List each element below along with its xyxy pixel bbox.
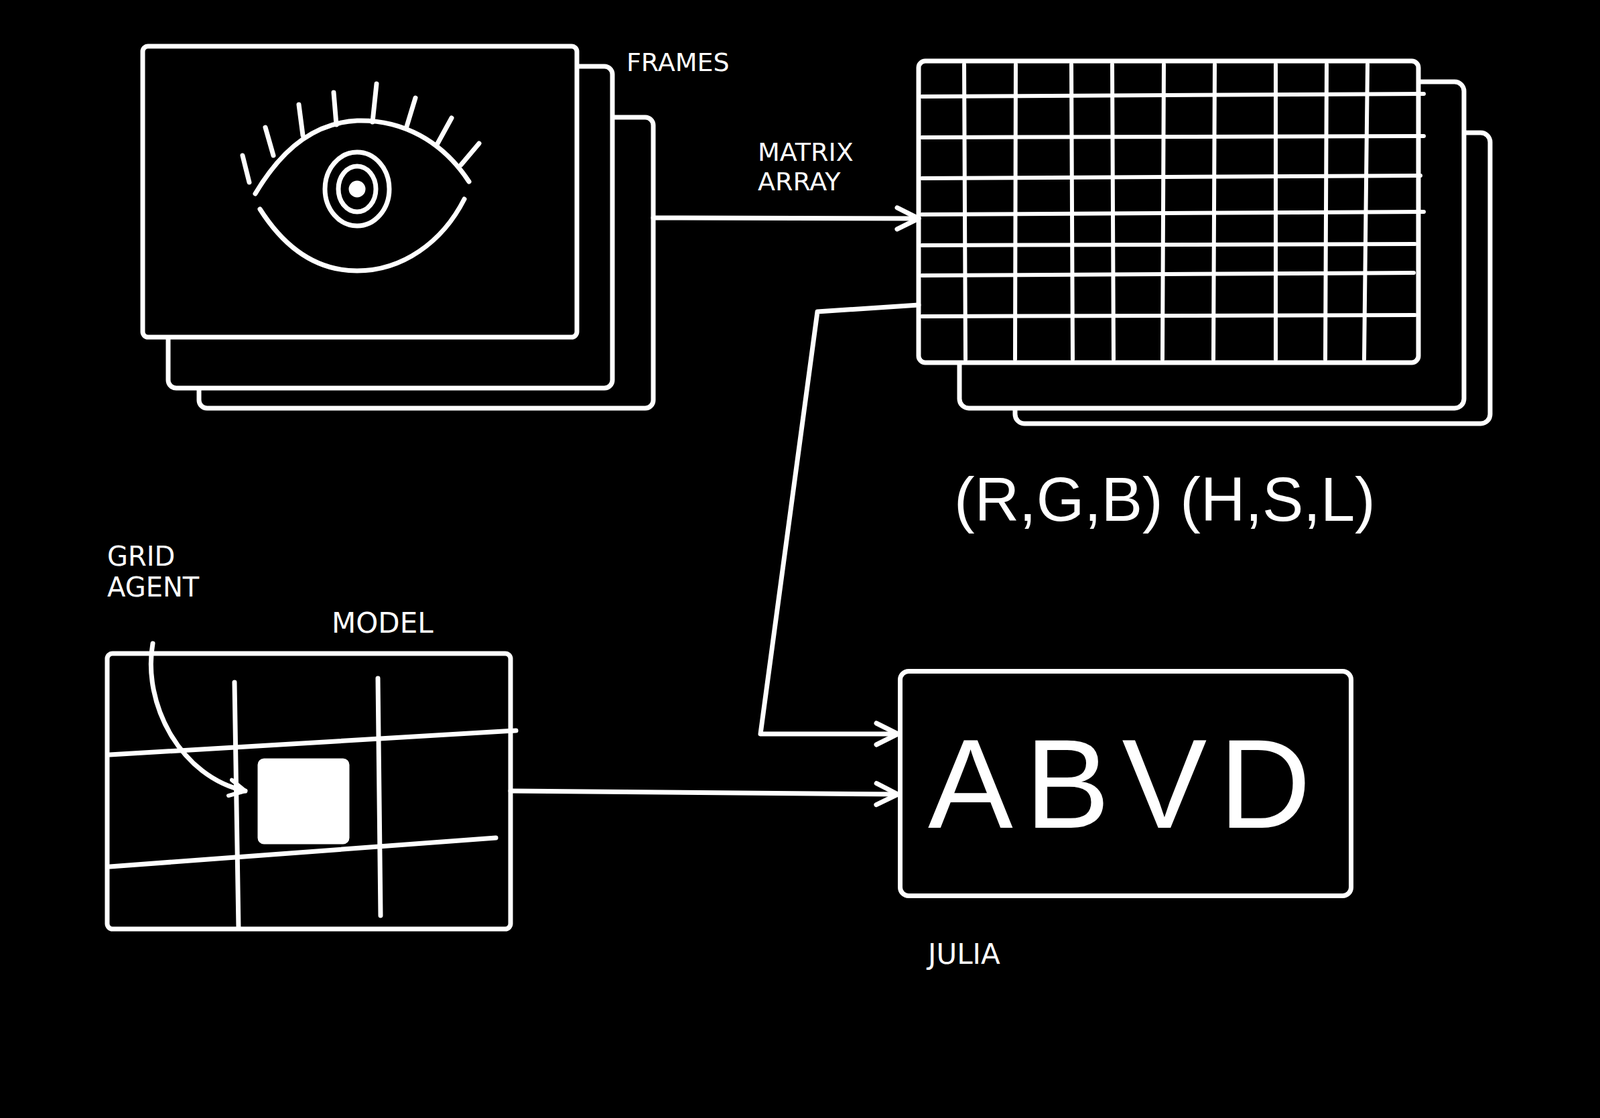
agent-cell (259, 760, 348, 842)
matrix-illustration (918, 60, 1491, 424)
eye-pupil (351, 182, 364, 195)
grid-line (234, 682, 239, 928)
matrix-grid (921, 64, 1424, 360)
eye-iris (324, 152, 390, 226)
leader-line (150, 643, 246, 791)
grid-line (921, 243, 1416, 246)
eyelash (406, 97, 416, 129)
grid-line (377, 678, 381, 916)
box-title: ABVD (927, 710, 1323, 857)
flow-arrow (653, 217, 919, 219)
node-caption: JULIA (927, 938, 1001, 971)
node-heading: FRAMES (626, 48, 730, 78)
grid-line (921, 175, 1421, 179)
eyelash (242, 155, 250, 183)
callout-label: GRID AGENT (107, 540, 222, 603)
matrix-stack: (R,G,B) (H,S,L) (918, 60, 1491, 424)
frame-sheet (142, 46, 577, 338)
node-heading: MODEL (331, 607, 434, 640)
edge-label: MATRIX ARRAY (755, 138, 882, 197)
eyelash (372, 83, 377, 122)
frames-stack: FRAMES (142, 46, 654, 409)
flow-arrow (510, 790, 898, 794)
grid-line (921, 272, 1414, 276)
frames-illustration (142, 46, 654, 409)
eyelash (436, 117, 452, 145)
eyelash (460, 143, 480, 165)
eye-iris-ring (338, 166, 376, 212)
eyelash (333, 92, 337, 125)
language-box: ABVDJULIA (897, 668, 1354, 898)
model-illustration (107, 643, 516, 929)
flow-arrow (760, 304, 919, 734)
grid-line (921, 93, 1424, 97)
eyelash (265, 127, 274, 156)
model-outline (107, 653, 511, 929)
color-space-label: (R,G,B) (H,S,L) (954, 464, 1376, 536)
grid-line (921, 211, 1424, 215)
grid-line (921, 136, 1424, 138)
eyelash (298, 104, 303, 136)
grid-line (921, 314, 1416, 317)
model-grid: MODEL (107, 653, 511, 929)
